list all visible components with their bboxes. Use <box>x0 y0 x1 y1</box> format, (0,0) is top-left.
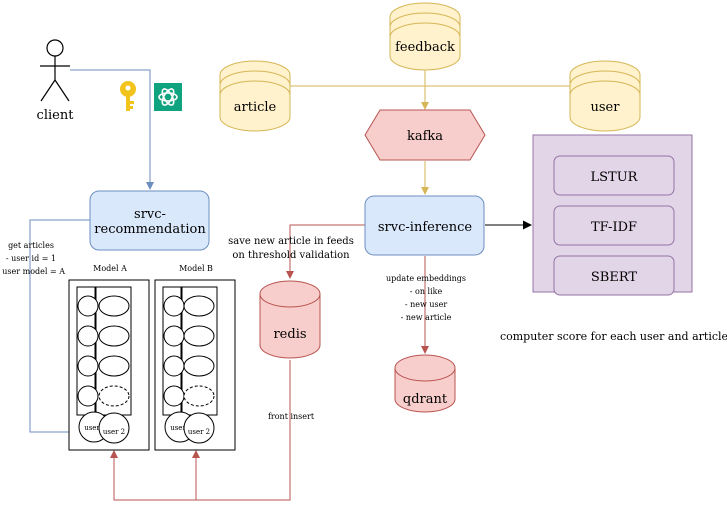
front-insert-annotation: front insert <box>268 412 315 421</box>
qdrant-database <box>394 354 456 413</box>
actor-icon <box>40 39 70 102</box>
redis-database <box>259 280 321 359</box>
article-label: article <box>234 100 277 115</box>
kafka-node <box>364 109 486 161</box>
model-a-user-2-label: user 2 <box>103 428 125 436</box>
edge-client-recommendation <box>70 69 154 190</box>
model-a-right-queue <box>98 295 130 407</box>
update-embeddings-annotation-3: - new user <box>405 300 448 309</box>
kafka-label: kafka <box>407 129 443 144</box>
model-a-title: Model A <box>93 264 127 273</box>
model-b-title: Model B <box>179 264 213 273</box>
srvc-recommendation-label-2: recommendation <box>94 222 206 237</box>
srvc-recommendation-label-1: srvc- <box>134 207 166 222</box>
redis-label: redis <box>273 327 306 342</box>
user-label: user <box>591 100 621 115</box>
edge-redis-modela <box>110 360 291 501</box>
update-embeddings-annotation-1: update embeddings <box>386 274 466 283</box>
article-database <box>219 60 291 132</box>
model-tfidf <box>553 205 675 246</box>
model-lstur <box>553 155 675 196</box>
model-b-left-queue <box>163 295 185 407</box>
model-b-right-queue <box>183 295 215 407</box>
get-articles-annotation-3: - user model = A <box>0 267 65 276</box>
client-label: client <box>37 108 75 123</box>
openai-icon <box>154 83 182 111</box>
model-sbert-label: SBERT <box>591 270 638 285</box>
model-b-user-1-label: user <box>170 424 186 432</box>
key-icon <box>120 81 136 111</box>
edge-inference-redis <box>286 224 365 279</box>
update-embeddings-annotation-4: - new article <box>401 313 452 322</box>
feedback-database <box>389 2 461 71</box>
compute-score-caption: computer score for each user and article <box>500 330 727 343</box>
model-b-user-2 <box>183 412 215 444</box>
feedback-label: feedback <box>395 40 455 55</box>
update-embeddings-annotation-2: - on like <box>410 287 443 296</box>
edge-recommendation-modela <box>29 219 90 436</box>
qdrant-label: qdrant <box>403 392 448 407</box>
model-lstur-label: LSTUR <box>591 170 639 185</box>
srvc-recommendation-node <box>89 190 210 251</box>
model-tfidf-label: TF-IDF <box>591 220 637 235</box>
save-article-annotation-1: save new article in feeds <box>228 236 354 247</box>
model-sbert <box>553 255 675 296</box>
get-articles-annotation-1: get articles <box>8 241 54 250</box>
save-article-annotation-2: on threshold validation <box>232 250 350 261</box>
model-a-user-2 <box>98 412 130 444</box>
model-a-left-queue <box>77 295 99 407</box>
user-database <box>569 60 641 132</box>
srvc-inference-node <box>364 195 485 256</box>
model-a-user-1-label: user <box>84 424 100 432</box>
srvc-inference-label: srvc-inference <box>378 220 472 235</box>
model-b-user-2-label: user 2 <box>188 428 210 436</box>
get-articles-annotation-2: - user id = 1 <box>6 254 56 263</box>
